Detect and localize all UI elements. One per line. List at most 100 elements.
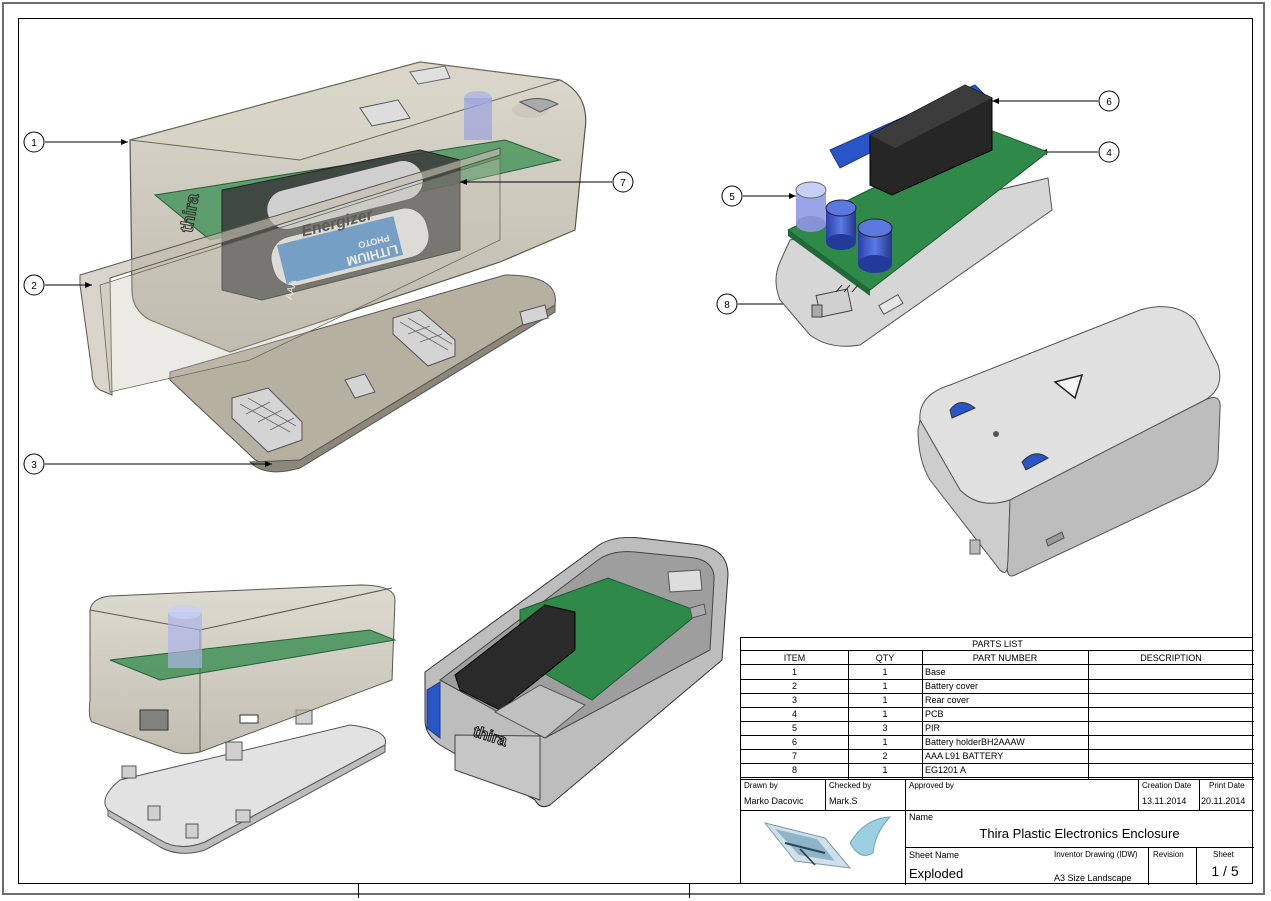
svg-text:1: 1 [31,138,37,149]
parts-list-cell-item: 4 [791,709,797,719]
callout-7: 7 [612,171,634,193]
parts-list-cell-description [1088,735,1254,749]
parts-list-row-divider [741,749,1254,750]
parts-list-cell-description [1088,749,1254,763]
company-logo [763,816,892,869]
print-date-label: Print Date [1209,781,1245,790]
svg-text:6: 6 [1106,97,1112,108]
parts-list-cell-description [1088,679,1254,693]
parts-list-header-qty: QTY [848,651,922,665]
rear-cover-edge [248,304,556,473]
closed-enclosure-side [917,418,1011,573]
open-enclosure-view: thira [424,537,729,808]
battery-cover [79,147,501,396]
svg-text:8: 8 [724,300,730,311]
parts-list-cell-item: 3 [791,695,797,705]
parts-list-cell-qty: 1 [882,709,888,719]
callout-bubbles: 1 2 3 4 5 6 7 8 [23,90,1120,475]
parts-list-cell-description [1088,763,1254,777]
parts-list-cell-item: 6 [791,737,797,747]
parts-list-cell-part-number: EG1201 A [925,765,967,775]
parts-list-row-divider [741,693,1254,694]
exploded-view: Energizer LITHIUM PHOTO AAA thira [79,61,587,473]
parts-list-cell-item: 2 [791,681,797,691]
parts-list-header-part-number: PART NUMBER [922,651,1088,665]
parts-list-cell-item: 5 [791,723,797,733]
callout-5: 5 [721,185,743,207]
closed-enclosure-front [1006,397,1221,577]
parts-list-cell-description [1088,721,1254,735]
parts-list-cell-description [1088,707,1254,721]
closed-enclosure-view [917,306,1221,577]
parts-list-cell-item: 8 [791,765,797,775]
callout-8: 8 [716,293,738,315]
pcb-assembly-view [775,84,1053,347]
base-clip [231,304,549,453]
sheet-number: 1 / 5 [1211,863,1239,879]
sheet-size: A3 Size Landscape [1054,873,1132,883]
drawn-by-label: Drawn by [744,781,778,790]
checked-by-value: Mark.S [829,796,858,806]
callout-4: 4 [1098,141,1120,163]
parts-list-cell-qty: 1 [882,765,888,775]
parts-list-cell-part-number: PCB [925,709,944,719]
parts-list-row-divider [741,777,1254,778]
approved-by-label: Approved by [909,781,954,790]
parts-list-cell-qty: 1 [882,667,888,677]
revision-label: Revision [1153,850,1184,859]
parts-list-row-divider [741,679,1254,680]
parts-list-cell-item: 1 [791,667,797,677]
name-label: Name [909,812,934,822]
parts-list-title: PARTS LIST [741,638,1254,651]
parts-list-header-item: ITEM [741,651,848,665]
parts-list-row-divider [741,735,1254,736]
parts-list-cell-part-number: Rear cover [925,695,970,705]
drawn-by-value: Marko Dacovic [744,796,804,806]
slide-switch [811,284,859,318]
battery-cover-panel [99,157,501,393]
svg-text:2: 2 [31,281,37,292]
parts-list-cell-qty: 1 [882,737,888,747]
drawing-type: Inventor Drawing (IDW) [1054,850,1138,859]
print-date-value: 20.11.2014 [1201,796,1246,806]
pir-sensor [795,181,893,273]
battery-size-text: AAA [284,279,300,301]
callout-3: 3 [23,453,45,475]
parts-list-cell-description [1088,693,1254,707]
parts-list-cell-qty: 2 [882,751,888,761]
svg-text:5: 5 [729,192,735,203]
parts-list-cell-part-number: Base [925,667,946,677]
title-block: PARTS LIST ITEM QTY PART NUMBER DESCRIPT… [740,637,1254,885]
sheet-name-value: Exploded [909,866,964,881]
sheet-inner-border [18,18,1253,884]
parts-list-row-divider [741,721,1254,722]
sheet-name-label: Sheet Name [909,850,960,860]
parts-list-row-divider [741,707,1254,708]
parts-list-cell-qty: 3 [882,723,888,733]
zone-tick [689,884,690,898]
parts-list-row-divider [741,763,1254,764]
parts-list-cell-item: 7 [791,751,797,761]
callout-leaders [45,100,1098,465]
parts-list-cell-part-number: PIR [925,723,941,733]
checked-by-label: Checked by [829,781,872,790]
callout-1: 1 [23,131,45,153]
creation-date-label: Creation Date [1142,781,1192,790]
open-enclosure-holder [454,604,576,711]
parts-list-cell-part-number: Battery cover [925,681,979,691]
clip-grid [239,317,453,433]
assembled-translucent-view [88,584,397,854]
base-enclosure-top [129,61,561,161]
svg-text:7: 7 [620,178,626,189]
parts-list-cell-qty: 1 [882,681,888,691]
parts-list-header-description: DESCRIPTION [1088,651,1254,665]
parts-list-cell-part-number: Battery holderBH2AAAW [925,737,1025,747]
parts-list-cell-qty: 1 [882,695,888,705]
callout-2: 2 [23,274,45,296]
parts-list-cell-part-number: AAA L91 BATTERY [925,751,1004,761]
zone-tick [358,884,359,898]
drawing-name: Thira Plastic Electronics Enclosure [979,826,1180,841]
sheet-label: Sheet [1213,850,1234,859]
